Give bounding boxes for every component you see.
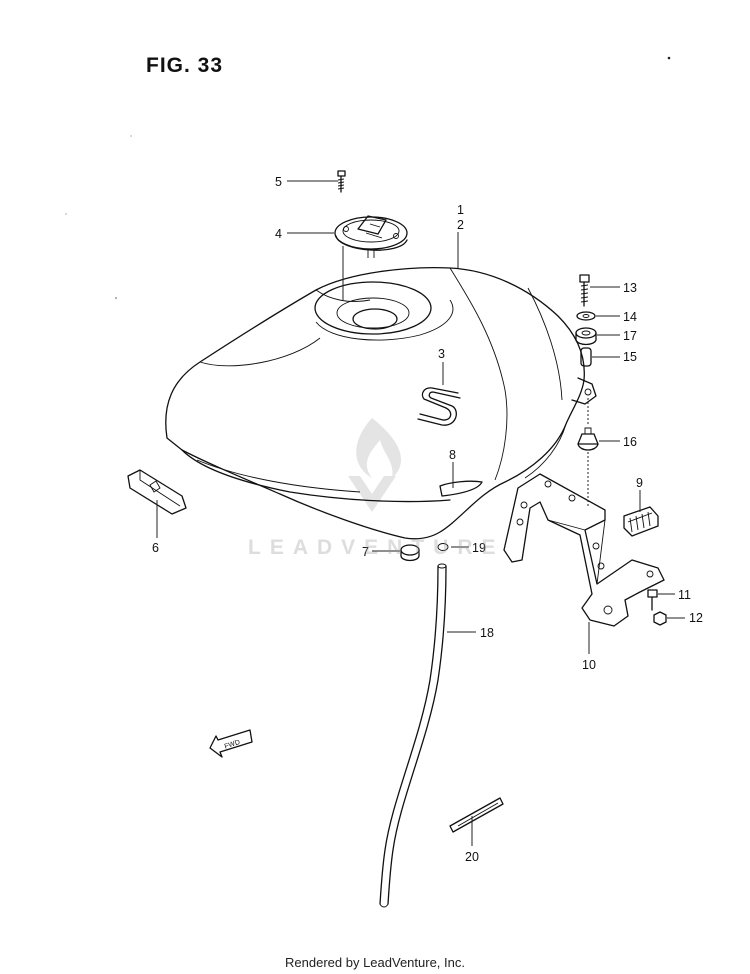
cushion-7 — [400, 544, 420, 562]
watermark-text: LEADVENTURE — [248, 536, 505, 559]
scan-specks — [65, 56, 671, 299]
bracket-10 — [503, 473, 665, 627]
cushion-17 — [575, 327, 597, 346]
svg-text:FWD: FWD — [224, 739, 241, 751]
callout-10: 10 — [582, 658, 596, 672]
clip-19 — [437, 543, 449, 551]
band-20 — [449, 797, 504, 833]
screw-5 — [337, 170, 346, 193]
callout-14: 14 — [623, 310, 637, 324]
callout-20: 20 — [465, 850, 479, 864]
callout-15: 15 — [623, 350, 637, 364]
washer-14 — [576, 311, 596, 321]
figure-title: FIG. 33 — [146, 54, 224, 77]
callout-3: 3 — [438, 347, 445, 361]
callout-12: 12 — [689, 611, 703, 625]
callout-9: 9 — [636, 476, 643, 490]
cushion-16 — [577, 427, 599, 451]
damper-9 — [623, 506, 659, 537]
hose-18 — [379, 563, 447, 908]
nut-12 — [653, 611, 667, 626]
callout-2: 2 — [457, 218, 464, 232]
callout-5: 5 — [275, 175, 282, 189]
callout-17: 17 — [623, 329, 637, 343]
bolt-13 — [579, 274, 590, 307]
callout-18: 18 — [480, 626, 494, 640]
bolt-11 — [647, 589, 658, 611]
callout-labels: 1 2 3 4 5 6 7 8 9 10 11 12 13 14 15 16 1… — [152, 175, 703, 864]
collar-15 — [580, 347, 592, 367]
forward-arrow-icon: FWD — [209, 729, 253, 758]
callout-11: 11 — [678, 588, 691, 602]
leader-lines — [156, 180, 685, 846]
callout-6: 6 — [152, 541, 159, 555]
watermark-logo — [348, 418, 402, 512]
callout-13: 13 — [623, 281, 637, 295]
callout-16: 16 — [623, 435, 637, 449]
callout-7: 7 — [362, 545, 369, 559]
callout-8: 8 — [449, 448, 456, 462]
callout-19: 19 — [472, 541, 486, 555]
fuel-tank — [165, 267, 597, 540]
holder-6 — [127, 469, 187, 515]
callout-1: 1 — [457, 203, 464, 217]
fuel-cap — [334, 215, 408, 300]
callout-4: 4 — [275, 227, 282, 241]
footer-credit: Rendered by LeadVenture, Inc. — [285, 955, 465, 970]
